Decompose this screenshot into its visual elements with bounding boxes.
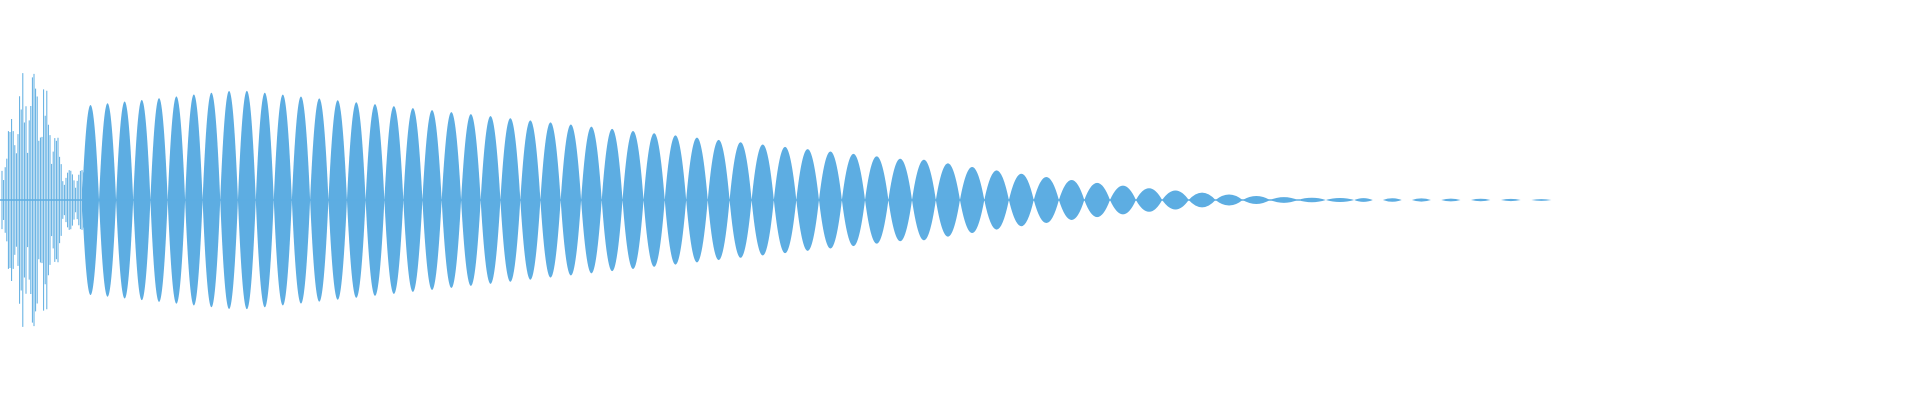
waveform-cycle [1531, 199, 1552, 201]
waveform-cycle [1382, 198, 1402, 202]
waveform-cycle [1411, 198, 1431, 202]
waveform-cycle [1354, 198, 1373, 202]
waveform-cycle [1441, 198, 1461, 202]
waveform-cycle [1470, 198, 1491, 202]
waveform-cycle [1325, 197, 1355, 203]
waveform-shape [0, 73, 1552, 327]
waveform-cycle [1500, 198, 1521, 202]
waveform-cycle [1297, 197, 1326, 203]
